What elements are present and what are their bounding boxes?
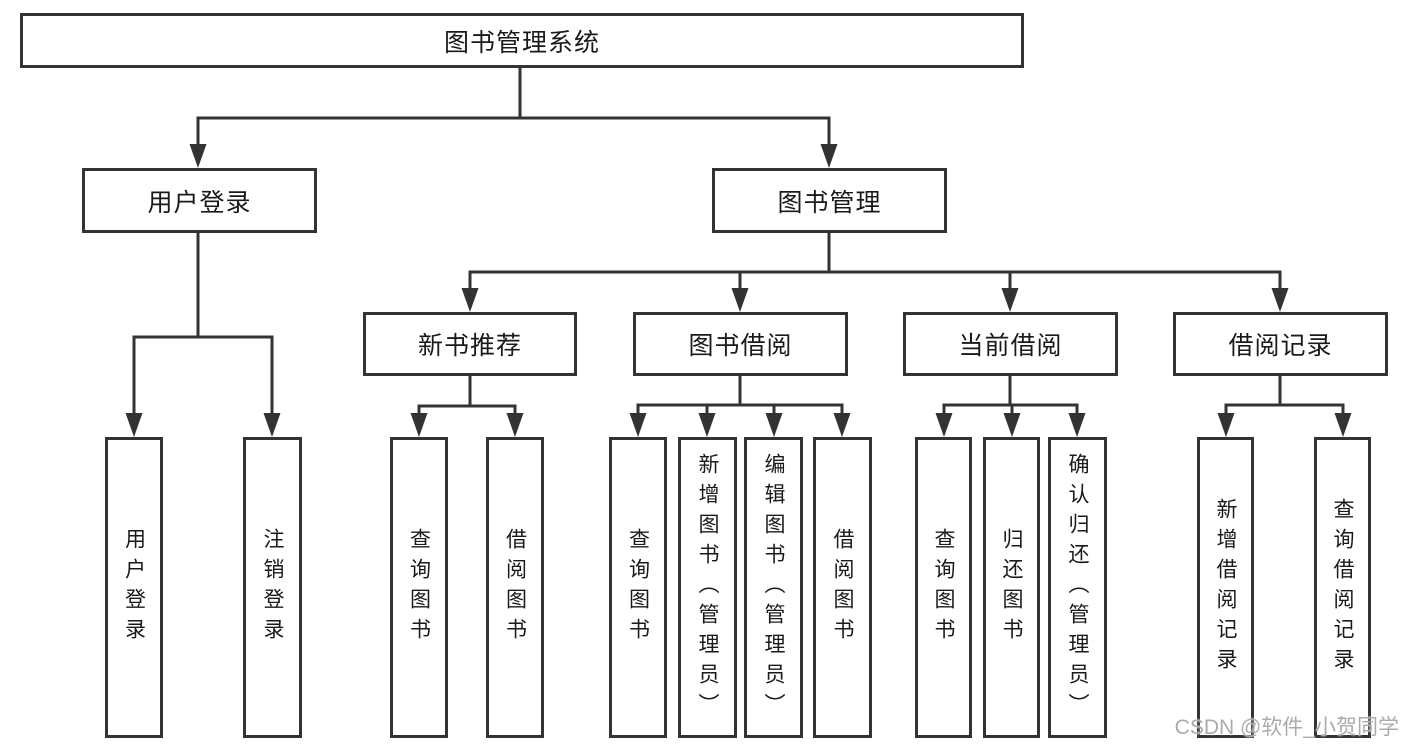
node-book-management: 图书管理	[712, 168, 947, 233]
connector-current-borrowing-to-leaves	[935, 376, 1086, 437]
leaf-add-books-admin: 新增图书（管理员）	[678, 437, 737, 738]
node-library-system: 图书管理系统	[20, 13, 1024, 68]
connector-user-login-to-leaves	[125, 233, 281, 437]
leaf-query-books-current: 查询图书	[915, 437, 972, 738]
leaf-add-borrow-record: 新增借阅记录	[1197, 437, 1254, 738]
node-user-login: 用户登录	[82, 168, 317, 233]
connector-root-to-level2	[189, 68, 838, 168]
node-book-borrowing: 图书借阅	[633, 312, 848, 376]
leaf-borrow-books: 借阅图书	[813, 437, 872, 738]
leaf-edit-books-admin: 编辑图书（管理员）	[744, 437, 803, 738]
node-new-book-recommend: 新书推荐	[363, 312, 577, 376]
leaf-return-books: 归还图书	[983, 437, 1040, 738]
connector-borrowing-records-to-leaves	[1217, 376, 1352, 437]
connector-new-book-recommend-to-leaves	[410, 376, 524, 437]
node-current-borrowing: 当前借阅	[903, 312, 1118, 376]
leaf-query-borrow-record: 查询借阅记录	[1314, 437, 1371, 738]
leaf-confirm-return-admin: 确认归还（管理员）	[1048, 437, 1107, 738]
node-borrowing-records: 借阅记录	[1173, 312, 1388, 376]
leaf-user-login-action: 用户登录	[105, 437, 163, 738]
connector-book-management-to-level3	[461, 233, 1289, 312]
leaf-logout-action: 注销登录	[243, 437, 302, 738]
csdn-watermark: CSDN @软件_小贺同学	[1174, 716, 1399, 739]
leaf-borrow-books-recommend: 借阅图书	[486, 437, 544, 738]
leaf-query-books-borrowing: 查询图书	[609, 437, 667, 738]
connector-book-borrowing-to-leaves	[629, 376, 851, 437]
leaf-query-books-recommend: 查询图书	[390, 437, 448, 738]
